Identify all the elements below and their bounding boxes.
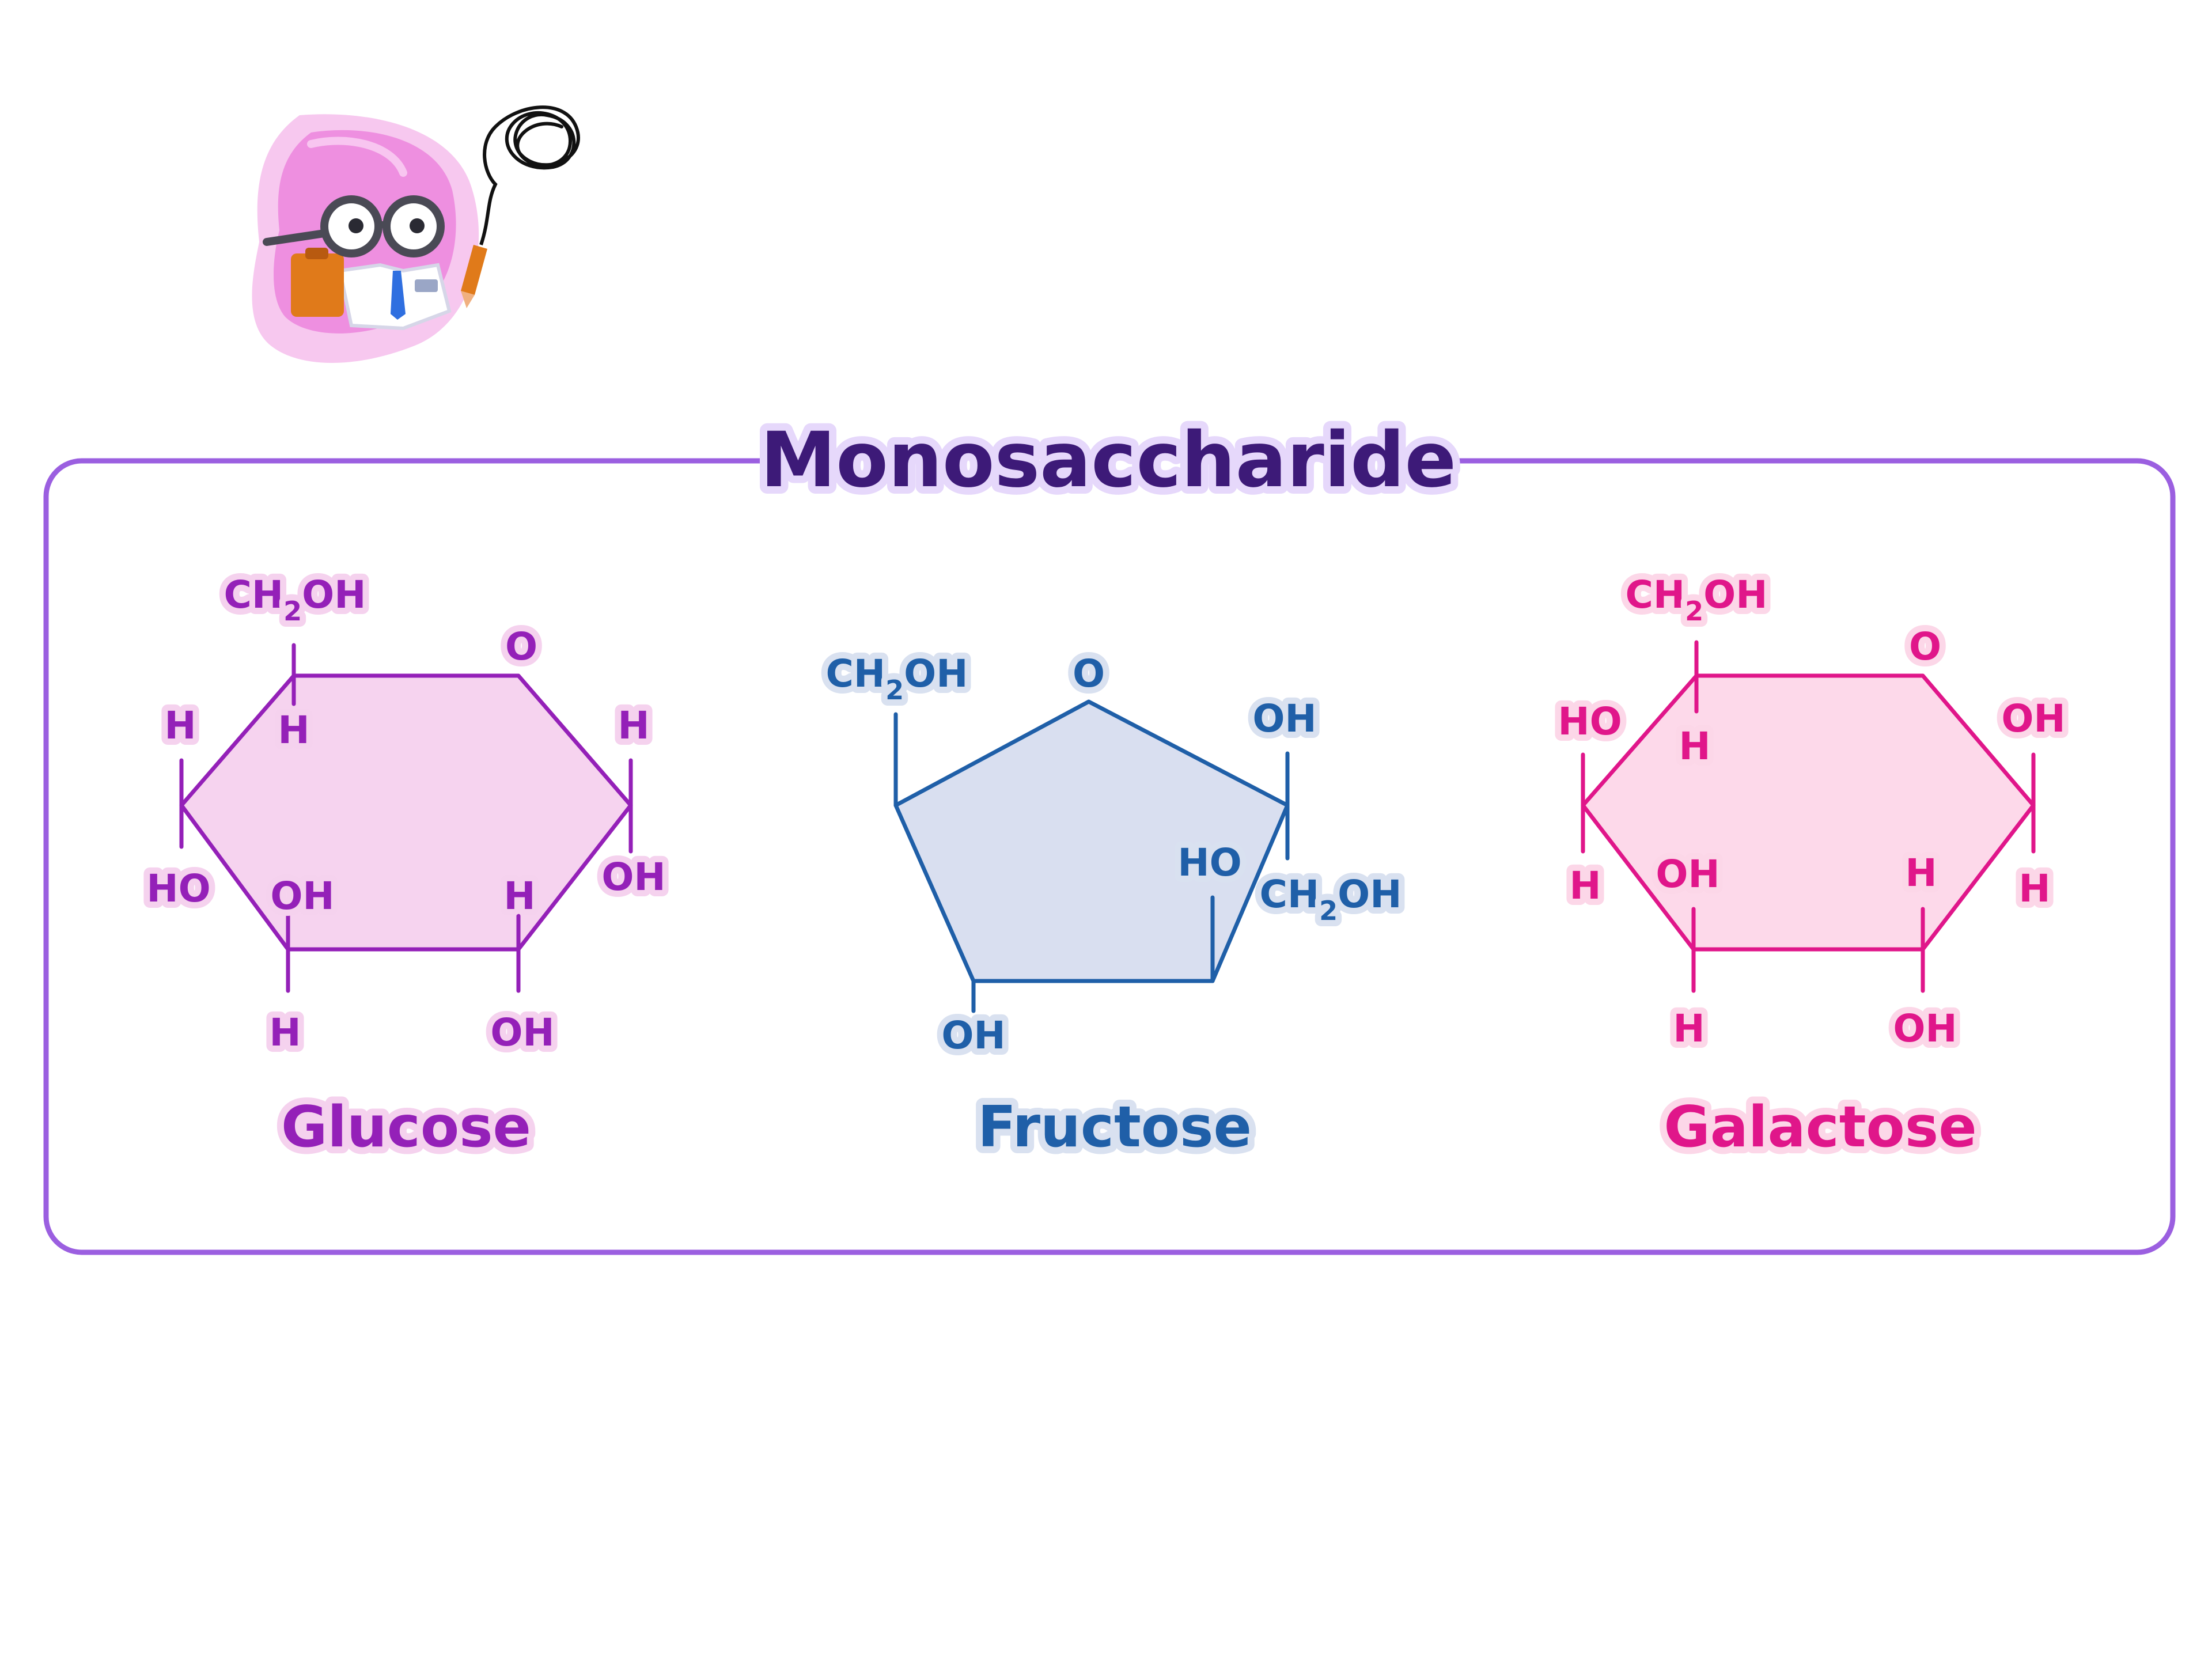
glucose-c3-h-label: H: [269, 1010, 301, 1055]
galactose-name: Galactose: [1664, 1094, 1976, 1160]
fructose-ring: [893, 699, 1290, 983]
glucose-c1-oh-label: OH: [601, 855, 665, 899]
galactose-c3-oh-label: OH: [1656, 852, 1719, 896]
fructose-ch2oh-left-label: CH2OH: [825, 652, 968, 706]
glucose-structure: CH2OH O H H HO OH H H OH H OH Glucose: [140, 566, 672, 1167]
fructose-ring-oxygen-label: O: [1073, 652, 1105, 696]
glucose-ch2oh-label: CH2OH: [224, 573, 366, 627]
galactose-c2-oh-label: OH: [1893, 1006, 1957, 1051]
glucose-ring-oxygen-label: O: [505, 624, 537, 669]
glucose-ring: [179, 673, 633, 952]
fructose-ho-inner-label: HO: [1177, 840, 1241, 885]
galactose-c1-oh-label: OH: [2001, 696, 2065, 741]
fructose-ch2oh-right-label: CH2OH: [1259, 872, 1402, 926]
galactose-c3-h-label: H: [1673, 1006, 1705, 1051]
scientist-mascot-icon: [252, 105, 580, 363]
glucose-c3-oh-label: OH: [270, 874, 334, 918]
glucose-c4-ho-label: HO: [146, 866, 210, 911]
galactose-c4-h-label: H: [1569, 863, 1601, 908]
glucose-c2-oh-label: OH: [490, 1010, 554, 1055]
fructose-oh-top-label: OH: [1252, 696, 1316, 741]
diagram-title: Monosaccharide: [760, 416, 1456, 505]
galactose-c2-h-label: H: [1905, 851, 1937, 895]
title-gap: [811, 444, 1406, 478]
galactose-c1-h-label: H: [2018, 866, 2050, 911]
glucose-c5-h-label: H: [278, 708, 309, 752]
galactose-c4-ho-label: HO: [1558, 699, 1622, 744]
galactose-ring-oxygen-label: O: [1909, 624, 1941, 669]
galactose-ch2oh-label: CH2OH: [1625, 573, 1767, 627]
glucose-c4-h-label: H: [164, 703, 196, 748]
glucose-c2-h-label: H: [503, 874, 535, 918]
galactose-c5-h-label: H: [1679, 724, 1710, 768]
fructose-structure: O CH2OH OH HO CH2OH OH Fructose: [819, 645, 1408, 1167]
fructose-oh-bottom-label: OH: [941, 1013, 1005, 1058]
glucose-c1-h-label: H: [618, 703, 649, 748]
galactose-ring: [1581, 673, 2036, 952]
galactose-structure: CH2OH O H HO H OH H H OH OH H Galactose: [1551, 566, 2071, 1167]
glucose-name: Glucose: [281, 1094, 531, 1160]
fructose-name: Fructose: [978, 1094, 1252, 1160]
